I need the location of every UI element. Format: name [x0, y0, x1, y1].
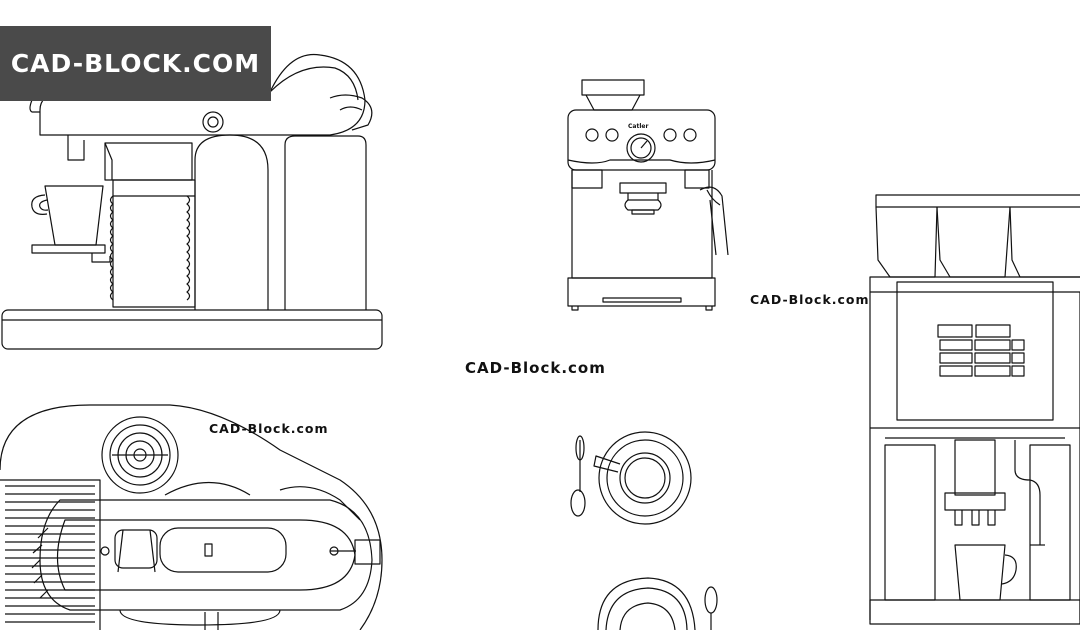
bean-to-cup-machine-front-view — [869, 194, 1080, 625]
capsule-machine-side-view — [1, 53, 383, 350]
coffee-cup-top-view-1 — [570, 431, 692, 525]
watermark-text: CAD-Block.com — [750, 292, 870, 307]
watermark-text: CAD-Block.com — [465, 359, 606, 377]
espresso-brand-label: Catler — [628, 123, 648, 130]
watermark-text: CAD-Block.com — [209, 421, 329, 436]
espresso-machine-front-view: Catler — [567, 79, 729, 311]
brand-badge-text: CAD-BLOCK.COM — [10, 49, 261, 78]
coffee-cup-top-view-2 — [597, 577, 718, 630]
capsule-machine-top-view — [0, 404, 383, 630]
brand-badge: CAD-BLOCK.COM — [0, 26, 271, 101]
